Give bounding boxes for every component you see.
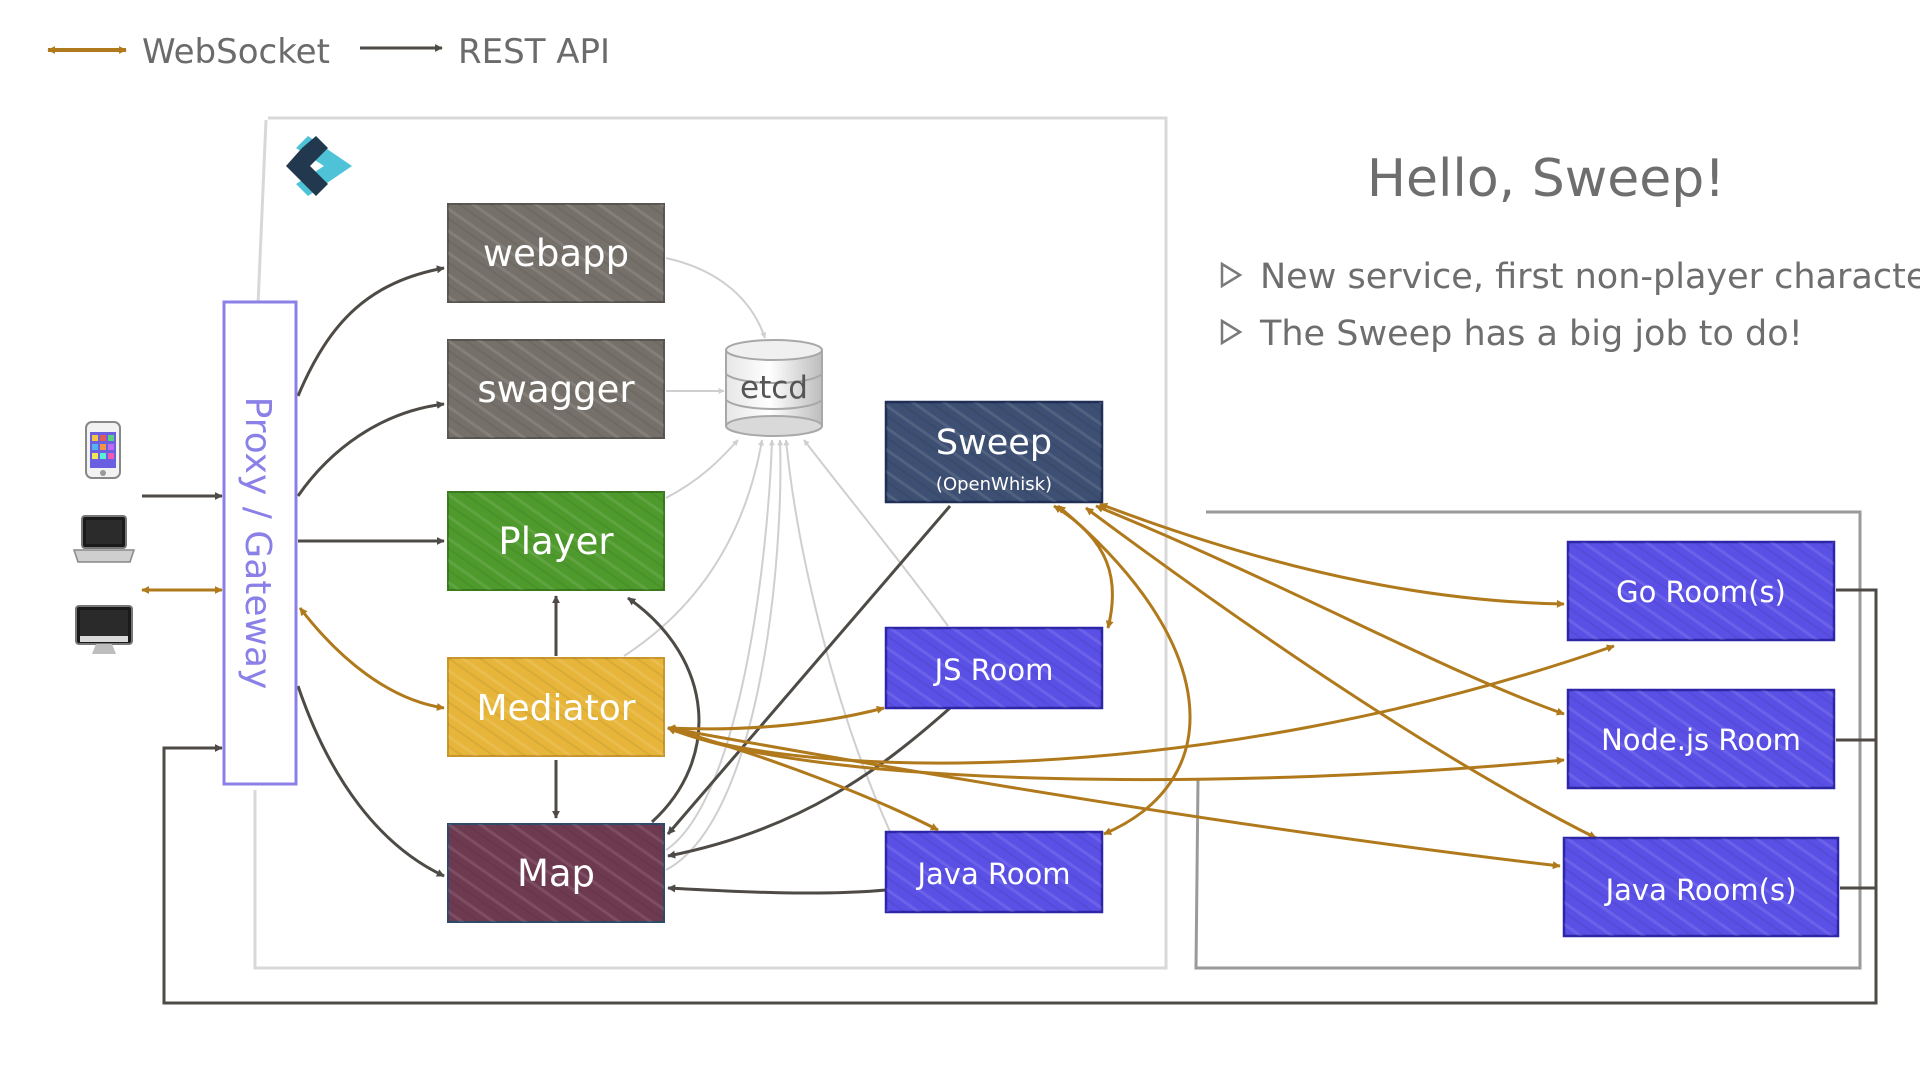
bullet-arrow-icon: [1220, 318, 1243, 346]
sweep-ws-java-rooms: [1085, 506, 1597, 840]
proxy-to-swagger: [296, 400, 445, 497]
node-js-room-label: JS Room: [933, 653, 1054, 687]
node-etcd-label: etcd: [740, 370, 808, 406]
player-to-etcd: [665, 439, 739, 499]
phone-icon: [85, 421, 121, 479]
sweep-ws-go-rooms: [1099, 502, 1565, 608]
node-nodejs-room: Node.js Room: [1566, 688, 1836, 790]
laptop-icon: [72, 515, 136, 563]
node-go-rooms-label: Go Room(s): [1616, 575, 1786, 609]
map-to-etcd-1: [665, 439, 775, 851]
game-on-logo: [286, 136, 352, 196]
proxy-gateway: Proxy / Gateway: [222, 300, 298, 786]
proxy-to-map: [296, 685, 445, 878]
node-webapp-label: webapp: [483, 232, 629, 275]
legend-rest-label: REST API: [458, 32, 610, 72]
mediator-ws-java-room: [667, 726, 939, 832]
bullet-item: The Sweep has a big job to do!: [1220, 314, 1803, 354]
java-room-to-etcd: [783, 439, 893, 837]
bullet-item: New service, first non-player character: [1220, 257, 1920, 297]
node-js-room: JS Room: [884, 626, 1104, 710]
panel-title: Hello, Sweep!: [1367, 149, 1725, 209]
node-java-room-label: Java Room: [915, 857, 1070, 891]
node-player-label: Player: [498, 520, 614, 563]
containers: [253, 116, 1862, 970]
js-room-to-etcd: [803, 439, 949, 627]
node-mediator-label: Mediator: [476, 688, 635, 729]
websocket-arrows: [141, 502, 1615, 870]
cluster-boundary-left: [256, 119, 268, 306]
node-map: Map: [447, 823, 665, 923]
webapp-to-etcd: [665, 257, 767, 339]
node-java-rooms-label: Java Room(s): [1604, 873, 1797, 907]
cluster-boundary: [253, 116, 1168, 970]
proxy-to-webapp: [296, 265, 445, 397]
bullet-arrow-icon: [1220, 261, 1243, 289]
node-nodejs-room-label: Node.js Room: [1601, 723, 1801, 757]
sweep-ws-js-room: [1053, 504, 1114, 629]
mediator-ws-java-rooms: [667, 725, 1561, 870]
node-swagger: swagger: [447, 339, 665, 439]
node-java-room: Java Room: [884, 830, 1104, 914]
node-java-rooms: Java Room(s): [1562, 836, 1840, 938]
mediator-to-etcd: [623, 439, 765, 657]
node-go-rooms: Go Room(s): [1566, 540, 1836, 642]
node-map-label: Map: [517, 852, 595, 895]
rooms-callback-to-proxy: [162, 588, 1878, 1005]
clients: [72, 421, 136, 654]
node-mediator: Mediator: [447, 657, 665, 757]
map-to-etcd-2: [665, 439, 784, 871]
node-webapp: webapp: [447, 203, 665, 303]
legend: WebSocket REST API: [47, 32, 610, 72]
bullet-text: The Sweep has a big job to do!: [1259, 314, 1803, 354]
java-room-to-map: [667, 884, 887, 895]
node-sweep-label: Sweep: [936, 423, 1052, 463]
info-panel: Hello, Sweep! New service, first non-pla…: [1220, 149, 1920, 354]
node-sweep: Sweep (OpenWhisk): [884, 400, 1104, 504]
external-rooms-boundary: [1194, 510, 1862, 970]
desktop-icon: [75, 605, 133, 654]
node-etcd: etcd: [725, 339, 823, 437]
node-swagger-label: swagger: [477, 368, 635, 411]
node-sweep-sublabel: (OpenWhisk): [936, 474, 1052, 495]
proxy-gateway-label: Proxy / Gateway: [237, 397, 278, 690]
bullet-text: New service, first non-player character: [1260, 257, 1920, 297]
proxy-ws-mediator: [298, 607, 445, 711]
legend-websocket-label: WebSocket: [142, 32, 330, 72]
mediator-ws-go-rooms: [667, 644, 1615, 765]
node-player: Player: [447, 491, 665, 591]
